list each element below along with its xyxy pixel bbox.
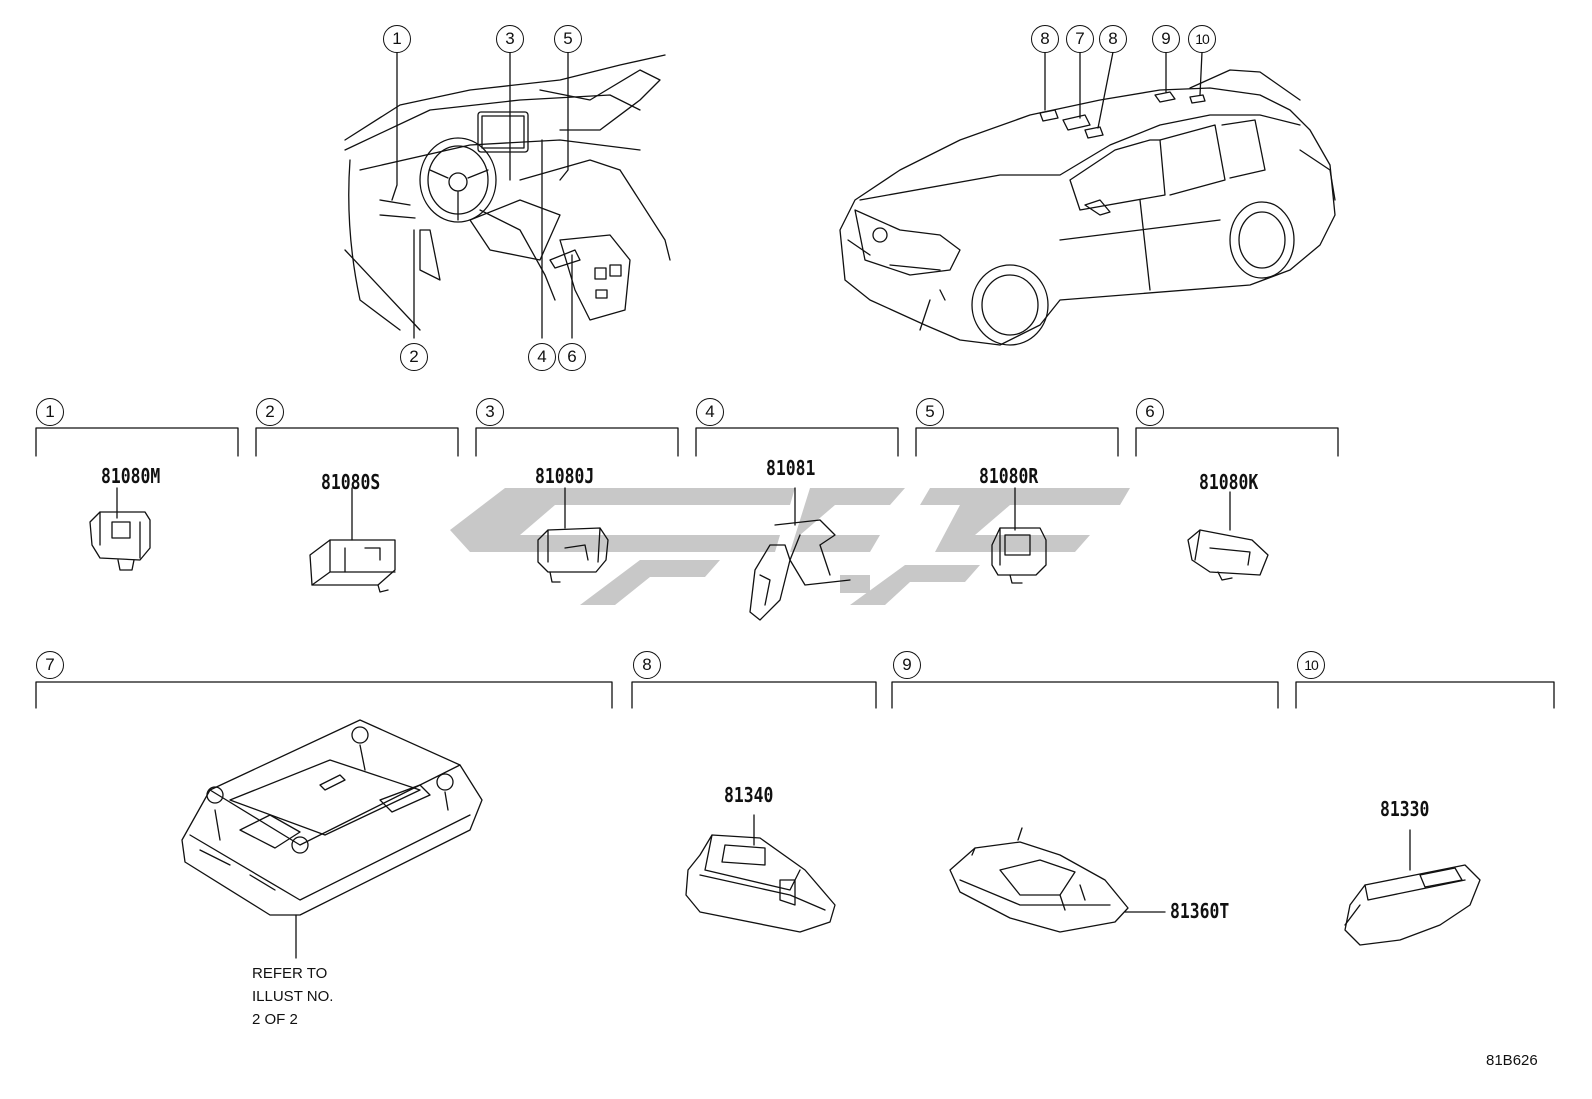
part-7-overhead-console-illustration [181, 719, 483, 959]
part-number-81080M: 81080M [101, 464, 161, 488]
part-81080R-illustration [991, 487, 1047, 584]
group-callout-4: 4 [696, 398, 724, 426]
group-callout-10: 10 [1297, 651, 1325, 679]
callout-5-top: 5 [554, 25, 582, 53]
callout-7-top: 7 [1066, 25, 1094, 53]
interior-dashboard-sketch [344, 54, 671, 331]
group-callout-1: 1 [36, 398, 64, 426]
part-81080K-illustration [1187, 491, 1269, 581]
part-number-81080K: 81080K [1199, 470, 1259, 494]
group-callout-6: 6 [1136, 398, 1164, 426]
part-number-81080R: 81080R [979, 464, 1039, 488]
callout-10-top: 10 [1188, 25, 1216, 53]
top-leader-lines [391, 51, 1203, 339]
callout-4-top: 4 [528, 343, 556, 371]
group-callout-2: 2 [256, 398, 284, 426]
refer-note-line1: REFER TO [252, 965, 328, 982]
part-81080J-illustration [537, 487, 609, 583]
part-number-81080J: 81080J [535, 464, 595, 488]
roof-location-marks [1039, 91, 1206, 139]
part-81080M-illustration [89, 487, 151, 571]
diagram-code: 81B626 [1486, 1052, 1538, 1069]
callout-6-top: 6 [558, 343, 586, 371]
callout-3-top: 3 [496, 25, 524, 53]
part-81081-illustration [749, 487, 851, 621]
part-81330-illustration [1344, 829, 1481, 946]
group-callout-7: 7 [36, 651, 64, 679]
refer-note-line3: 2 OF 2 [252, 1011, 298, 1028]
group-callout-5: 5 [916, 398, 944, 426]
group-callout-8: 8 [633, 651, 661, 679]
callout-8a-top: 8 [1031, 25, 1059, 53]
callout-1-top: 1 [383, 25, 411, 53]
part-number-81080S: 81080S [321, 470, 381, 494]
part-81080S-illustration [309, 487, 396, 593]
callout-9-top: 9 [1152, 25, 1180, 53]
group-callout-9: 9 [893, 651, 921, 679]
refer-note: REFER TO ILLUST NO. 2 OF 2 [252, 962, 333, 1031]
callout-2-top: 2 [400, 343, 428, 371]
group-brackets-row1 [35, 427, 1339, 457]
part-number-81330: 81330 [1380, 797, 1430, 821]
refer-note-line2: ILLUST NO. [252, 988, 334, 1005]
part-number-81081: 81081 [766, 456, 816, 480]
car-exterior-sketch [839, 69, 1336, 346]
group-brackets-row2 [35, 681, 1555, 709]
part-number-81360T: 81360T [1170, 899, 1230, 923]
watermark-logo [450, 488, 1130, 605]
group-callout-3: 3 [476, 398, 504, 426]
part-81360T-illustration [949, 827, 1166, 933]
callout-8b-top: 8 [1099, 25, 1127, 53]
part-number-81340: 81340 [724, 783, 774, 807]
part-81340-illustration [685, 814, 836, 933]
